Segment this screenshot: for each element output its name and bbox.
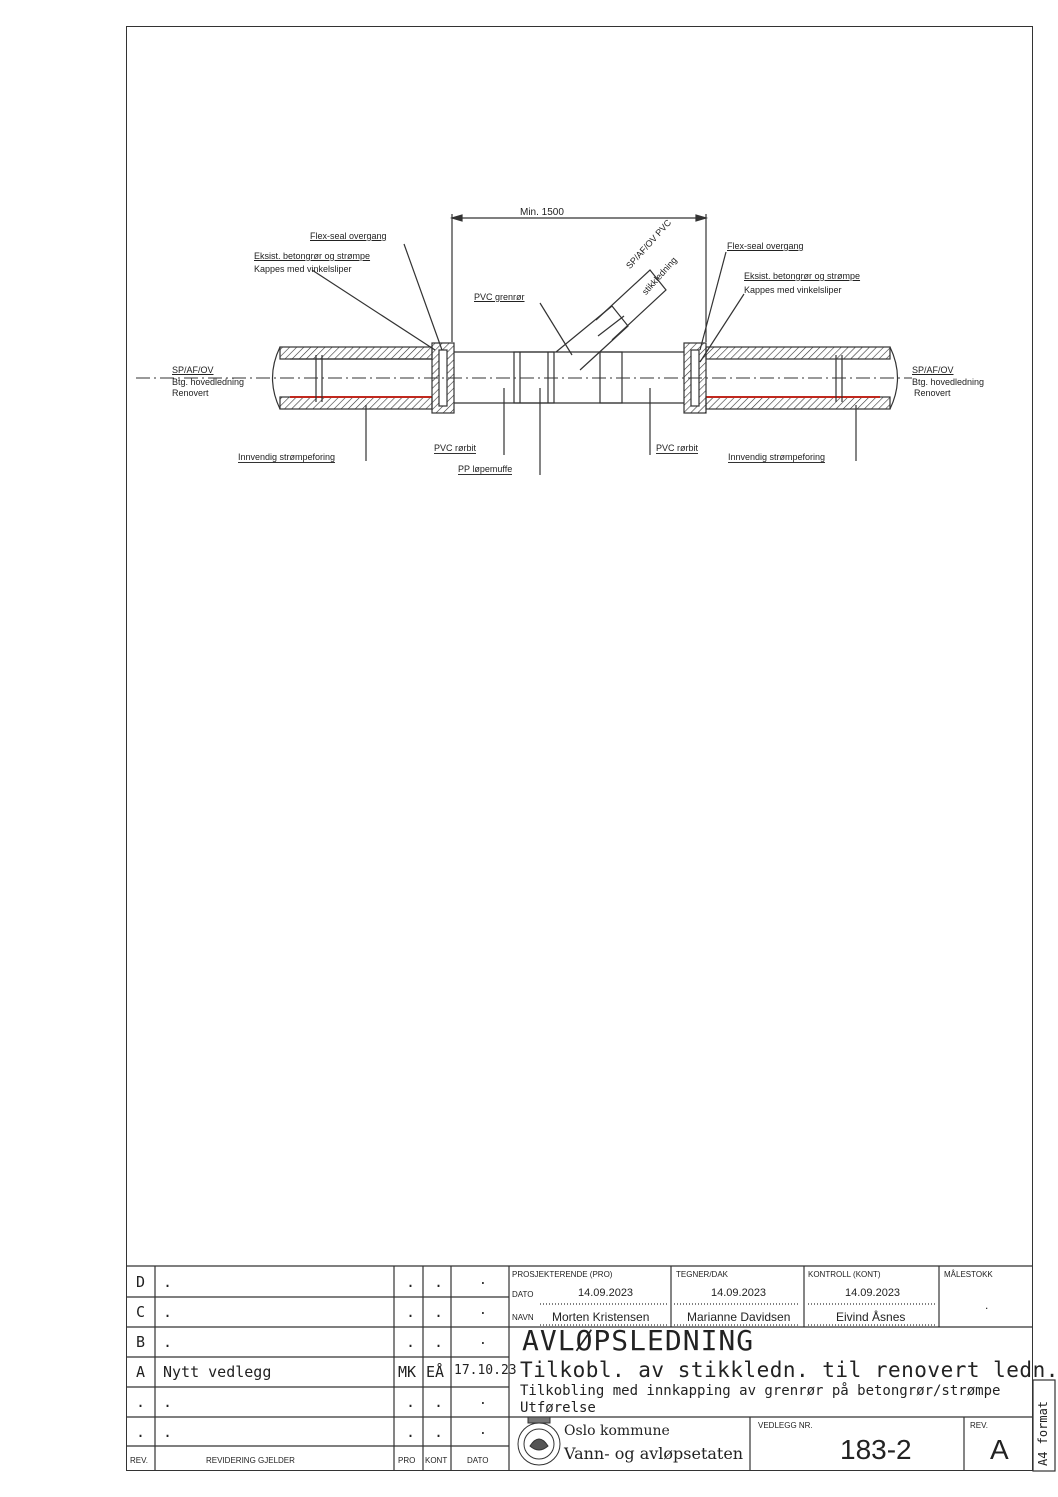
label-innvendig-left: Innvendig strømpeforing bbox=[238, 452, 336, 463]
rev-cell-dato: 17.10.23 bbox=[454, 1363, 517, 1378]
label-right-1: SP/AF/OV bbox=[912, 365, 954, 375]
drawing-title: AVLØPSLEDNING bbox=[522, 1324, 755, 1357]
org-line2: Vann- og avløpsetaten bbox=[564, 1444, 744, 1463]
rev-cell-rev: . bbox=[136, 1423, 146, 1441]
label-prosjekterende: PROSJEKTERENDE (PRO) bbox=[512, 1270, 613, 1279]
drawing-line3: Tilkobling med innkapping av grenrør på … bbox=[520, 1383, 1001, 1399]
rev-cell-dato: . bbox=[479, 1423, 487, 1438]
rev-value: A bbox=[990, 1434, 1009, 1465]
drawing-frame bbox=[126, 26, 1033, 1471]
label-flex-seal-left: Flex-seal overgang bbox=[310, 231, 387, 241]
org-line1: Oslo kommune bbox=[564, 1423, 670, 1439]
rev-cell-rev: C bbox=[136, 1303, 146, 1321]
pro-dato: 14.09.2023 bbox=[578, 1287, 634, 1299]
label-right-3: Renovert bbox=[914, 388, 951, 398]
kont-navn: Eivind Åsnes bbox=[836, 1310, 906, 1324]
label-innvendig-right: Innvendig strømpeforing bbox=[728, 452, 826, 463]
rev-cell-text: . bbox=[163, 1333, 173, 1351]
label-pvc-rorbit-left: PVC rørbit bbox=[434, 443, 477, 454]
rev-cell-text: . bbox=[163, 1423, 173, 1441]
drawing-subtitle: Tilkobl. av stikkledn. til renovert ledn… bbox=[520, 1358, 1058, 1382]
vedlegg-nr: 183-2 bbox=[840, 1434, 912, 1465]
label-eksist-left: Eksist. betongrør og strømpe bbox=[254, 251, 371, 261]
kont-dato: 14.09.2023 bbox=[845, 1287, 901, 1299]
rev-cell-kont: EÅ bbox=[426, 1363, 445, 1381]
rev-cell-dato: . bbox=[479, 1393, 487, 1408]
malestokk-value: . bbox=[985, 1298, 989, 1312]
label-flex-seal-right: Flex-seal overgang bbox=[727, 241, 804, 251]
label-right-2: Btg. hovedledning bbox=[912, 377, 985, 387]
rev-cell-pro: . bbox=[406, 1273, 416, 1291]
rev-cell-pro: . bbox=[406, 1423, 416, 1441]
label-kappes-left: Kappes med vinkelsliper bbox=[254, 264, 352, 274]
rev-cell-text: . bbox=[163, 1273, 173, 1291]
label-pp-lopemuffe: PP løpemuffe bbox=[458, 464, 513, 475]
format-label: A4 format bbox=[1036, 1400, 1050, 1466]
label-vedlegg: VEDLEGG NR. bbox=[758, 1421, 813, 1430]
rev-cell-dato: . bbox=[479, 1303, 487, 1318]
rev-cell-text: Nytt vedlegg bbox=[163, 1363, 272, 1381]
label-left-2: Btg. hovedledning bbox=[172, 377, 245, 387]
rev-cell-text: . bbox=[163, 1393, 173, 1411]
label-pvc-grenror: PVC grenrør bbox=[474, 292, 525, 302]
rev-cell-dato: . bbox=[479, 1273, 487, 1288]
rev-cell-rev: . bbox=[136, 1393, 146, 1411]
oslo-logo bbox=[517, 1416, 561, 1466]
rev-header-text: REVIDERING GJELDER bbox=[206, 1456, 295, 1465]
pp-lopemuffe bbox=[513, 351, 555, 404]
label-left-1: SP/AF/OV bbox=[172, 365, 214, 375]
rev-cell-text: . bbox=[163, 1303, 173, 1321]
rev-cell-kont: . bbox=[434, 1273, 444, 1291]
pro-navn: Morten Kristensen bbox=[552, 1310, 650, 1324]
rev-cell-pro: . bbox=[406, 1333, 416, 1351]
rev-cell-kont: . bbox=[434, 1333, 444, 1351]
rev-cell-rev: D bbox=[136, 1273, 146, 1291]
label-pvc-rorbit-right: PVC rørbit bbox=[656, 443, 699, 454]
left-pipe-cut-end bbox=[271, 346, 281, 410]
drawing-line4: Utførelse bbox=[520, 1400, 596, 1416]
rev-header-pro: PRO bbox=[398, 1456, 416, 1465]
tegner-navn: Marianne Davidsen bbox=[687, 1310, 791, 1324]
right-pipe-cut-end bbox=[889, 346, 899, 410]
rev-cell-pro: . bbox=[406, 1303, 416, 1321]
pipe-drawing bbox=[136, 214, 912, 475]
pvc-grenror bbox=[555, 305, 629, 371]
label-left-3: Renovert bbox=[172, 388, 209, 398]
tegner-dato: 14.09.2023 bbox=[711, 1287, 767, 1299]
rev-cell-kont: . bbox=[434, 1303, 444, 1321]
label-navn: NAVN bbox=[512, 1313, 534, 1322]
label-malestokk: MÅLESTOKK bbox=[944, 1270, 993, 1279]
label-kappes-right: Kappes med vinkelsliper bbox=[744, 285, 842, 295]
rev-cell-pro: . bbox=[406, 1393, 416, 1411]
label-eksist-right: Eksist. betongrør og strømpe bbox=[744, 271, 861, 281]
label-dato: DATO bbox=[512, 1290, 534, 1299]
rev-cell-dato: . bbox=[479, 1333, 487, 1348]
rev-cell-kont: . bbox=[434, 1393, 444, 1411]
label-kontroll: KONTROLL (KONT) bbox=[808, 1270, 881, 1279]
rev-header-dato: DATO bbox=[467, 1456, 489, 1465]
rev-cell-rev: B bbox=[136, 1333, 146, 1351]
dimension-label: Min. 1500 bbox=[520, 207, 564, 218]
rev-cell-pro: MK bbox=[398, 1363, 417, 1381]
rev-cell-rev: A bbox=[136, 1363, 146, 1381]
rev-header-rev: REV. bbox=[130, 1456, 148, 1465]
rev-header-kont: KONT bbox=[425, 1456, 448, 1465]
rev-cell-kont: . bbox=[434, 1423, 444, 1441]
label-rev: REV. bbox=[970, 1421, 988, 1430]
label-tegner: TEGNER/DAK bbox=[676, 1270, 729, 1279]
stikkledning bbox=[595, 269, 667, 341]
